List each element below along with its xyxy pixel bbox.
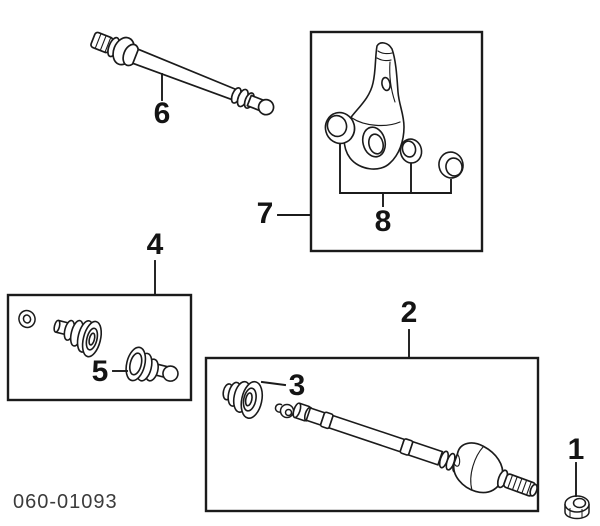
leader-line-3: [260, 380, 287, 387]
bracket-arm-drawing: [343, 42, 405, 170]
callout-5: 5: [91, 355, 109, 388]
part-code: 060-01093: [13, 491, 118, 513]
boot-3-drawing: [222, 380, 264, 419]
seal-rings-drawing: [324, 111, 464, 179]
callout-8: 8: [374, 205, 392, 238]
nut-drawing: [564, 495, 590, 520]
callout-4: 4: [146, 228, 164, 261]
leader-line-8: [339, 144, 452, 207]
boot-large-drawing: [53, 319, 103, 358]
drive-shaft-drawing: [90, 31, 275, 116]
callout-7: 7: [256, 197, 274, 230]
clip-ring-drawing: [274, 403, 295, 419]
callout-2: 2: [400, 296, 418, 329]
callout-6: 6: [153, 97, 171, 130]
callout-3: 3: [288, 369, 306, 402]
group-box-4: [6, 293, 193, 402]
cv-joint-drawing: [452, 442, 538, 497]
boot-small-drawing: [125, 346, 179, 382]
callout-1: 1: [567, 433, 585, 466]
oring-drawing: [18, 309, 36, 329]
